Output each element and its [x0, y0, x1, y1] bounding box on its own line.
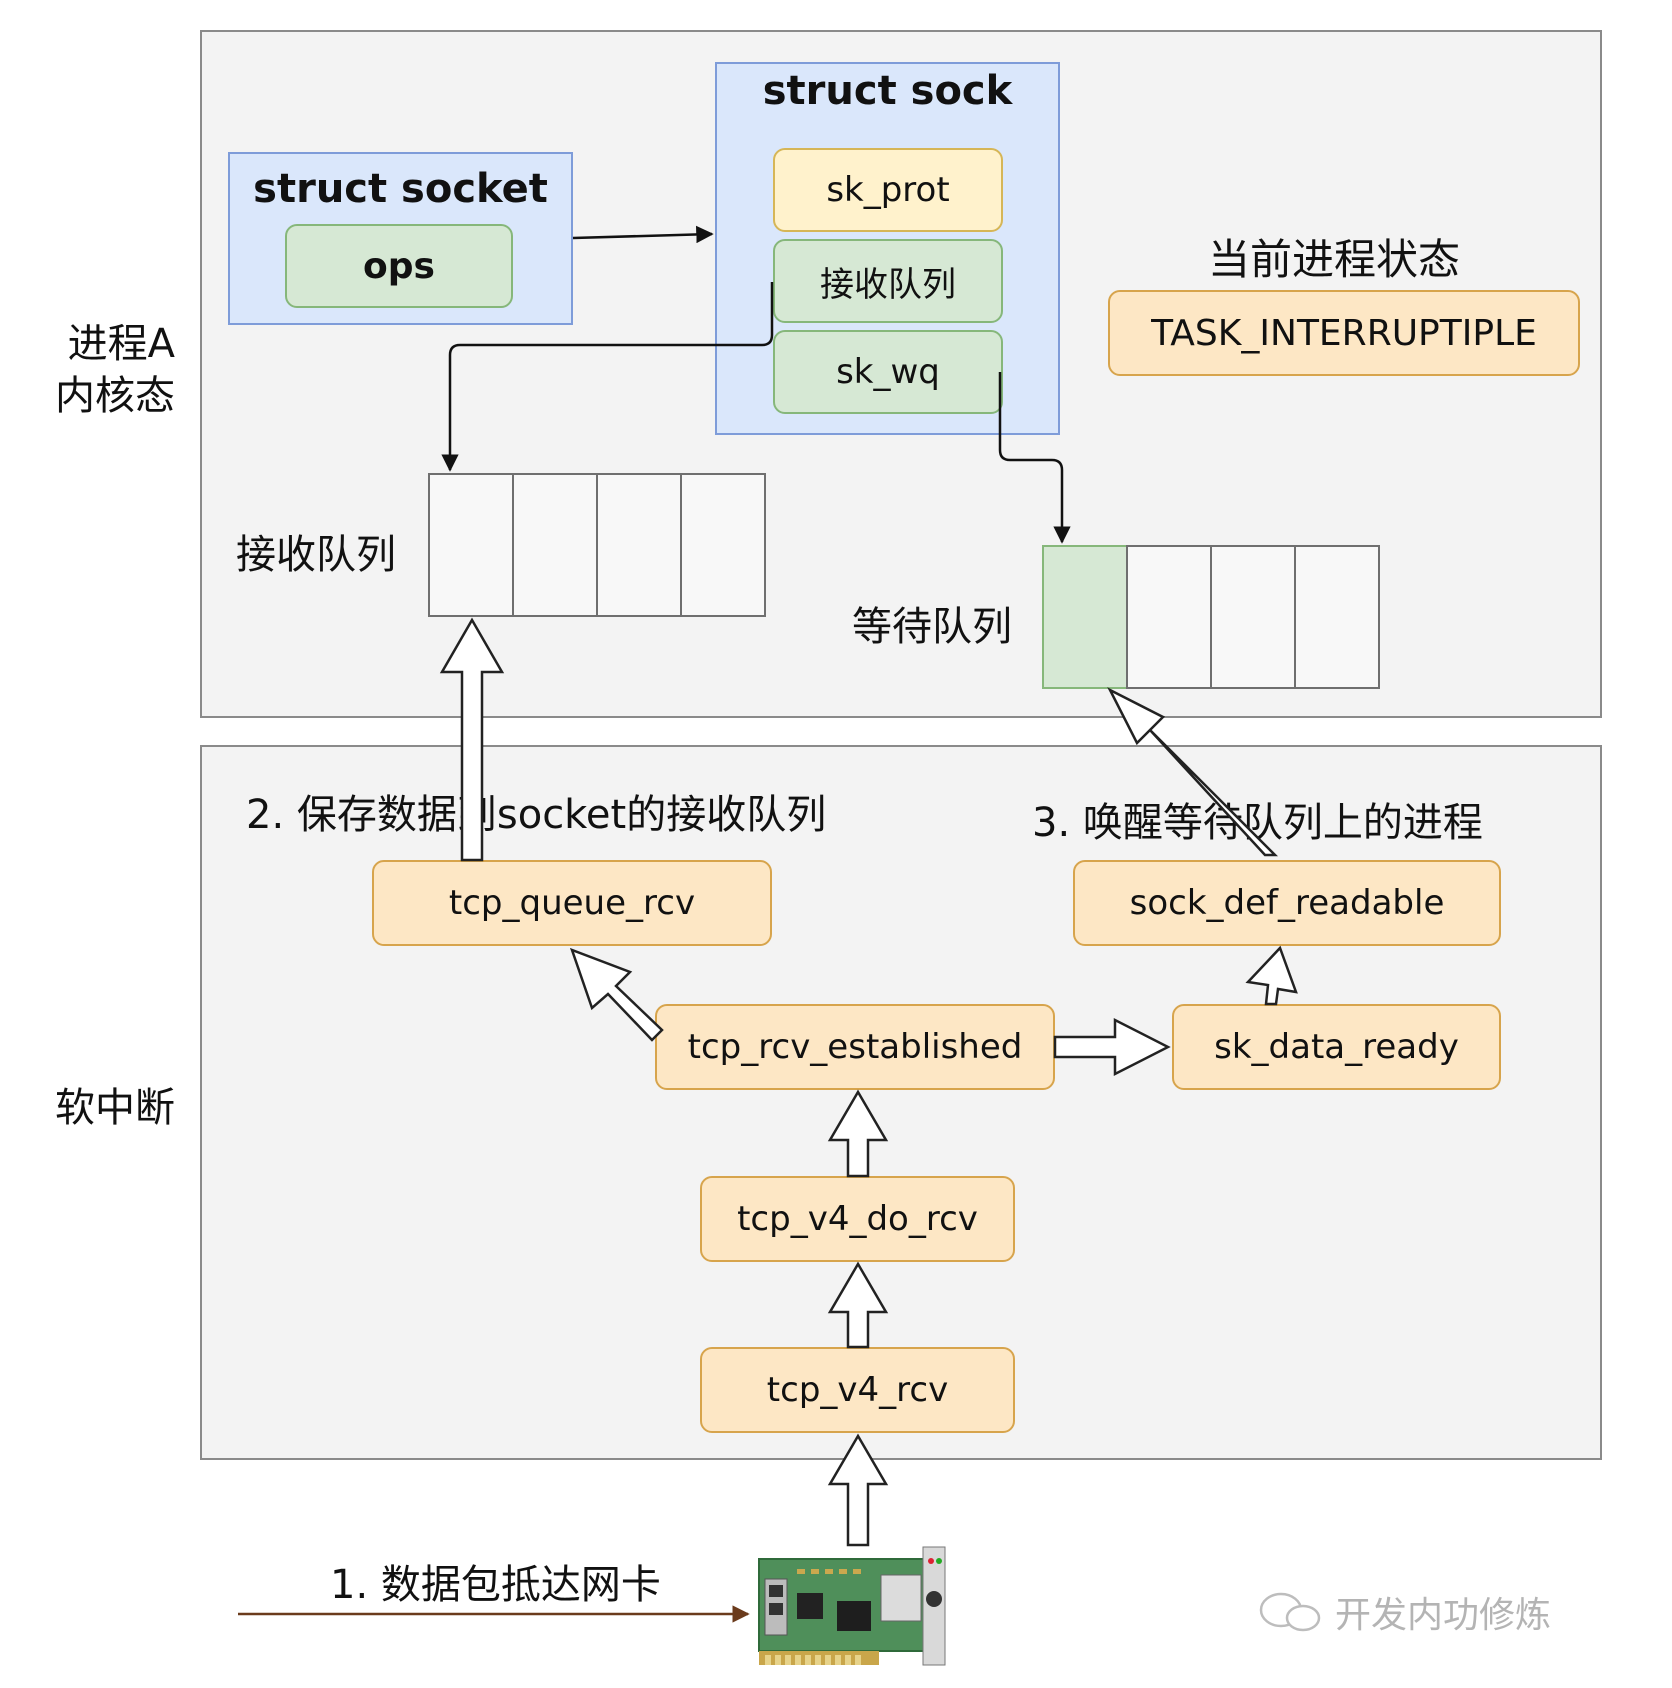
- network-card-icon: [758, 1546, 946, 1666]
- established-to-queue-rcv-arrow: [569, 947, 664, 1042]
- step1-label: 1. 数据包抵达网卡: [330, 1562, 661, 1608]
- recv-queue-slot: [680, 473, 766, 617]
- sock-recv-queue-field: 接收队列: [773, 239, 1003, 323]
- process-state-value: TASK_INTERRUPTIPLE: [1108, 290, 1580, 376]
- wait-queue: [1042, 545, 1380, 689]
- wake-wait-queue-arrow: [1107, 687, 1279, 857]
- sk-wq-field: sk_wq: [773, 330, 1003, 414]
- nic-to-v4-rcv-arrow: [827, 1433, 889, 1547]
- recv-queue-slot: [428, 473, 514, 617]
- struct-socket-title: struct socket: [253, 166, 548, 212]
- socket-to-sock-arrow: [572, 225, 714, 244]
- wait-queue-label: 等待队列: [852, 604, 1012, 650]
- sk-data-ready-box: sk_data_ready: [1172, 1004, 1501, 1090]
- watermark-text: 开发内功修炼: [1335, 1595, 1552, 1636]
- wechat-icon: [1259, 1592, 1321, 1632]
- tcp-v4-do-rcv-box: tcp_v4_do_rcv: [700, 1176, 1015, 1262]
- recv-queue: [428, 473, 766, 617]
- sock-def-readable-box: sock_def_readable: [1073, 860, 1501, 946]
- kernel-mode-label: 进程A 内核态: [55, 321, 175, 419]
- ops-field: ops: [285, 224, 513, 308]
- established-to-data-ready-arrow: [1053, 1017, 1171, 1077]
- tcp-rcv-established-box: tcp_rcv_established: [655, 1004, 1055, 1090]
- wait-queue-entry: [1042, 545, 1128, 689]
- sk-prot-field: sk_prot: [773, 148, 1003, 232]
- watermark: 开发内功修炼: [1255, 1586, 1551, 1638]
- recv-queue-label: 接收队列: [236, 532, 396, 578]
- struct-sock-title: struct sock: [762, 68, 1013, 114]
- wait-queue-slot: [1210, 545, 1296, 689]
- struct-sock-box: struct sock sk_prot 接收队列 sk_wq: [715, 62, 1060, 435]
- recv-queue-slot: [596, 473, 682, 617]
- save-to-recv-queue-arrow: [439, 617, 505, 862]
- step2-label: 2. 保存数据到socket的接收队列: [246, 792, 827, 838]
- softirq-label: 软中断: [55, 1085, 175, 1131]
- recv-queue-slot: [512, 473, 598, 617]
- do-rcv-to-established-arrow: [827, 1089, 889, 1178]
- wait-queue-slot: [1294, 545, 1380, 689]
- recv-queue-pointer-arrow: [441, 282, 774, 472]
- tcp-queue-rcv-box: tcp_queue_rcv: [372, 860, 772, 946]
- process-state-title: 当前进程状态: [1208, 235, 1461, 284]
- v4-rcv-to-do-rcv-arrow: [827, 1261, 889, 1349]
- wait-queue-pointer-arrow: [998, 372, 1071, 544]
- struct-socket-box: struct socket ops: [228, 152, 573, 325]
- data-ready-to-readable-arrow: [1245, 945, 1298, 1006]
